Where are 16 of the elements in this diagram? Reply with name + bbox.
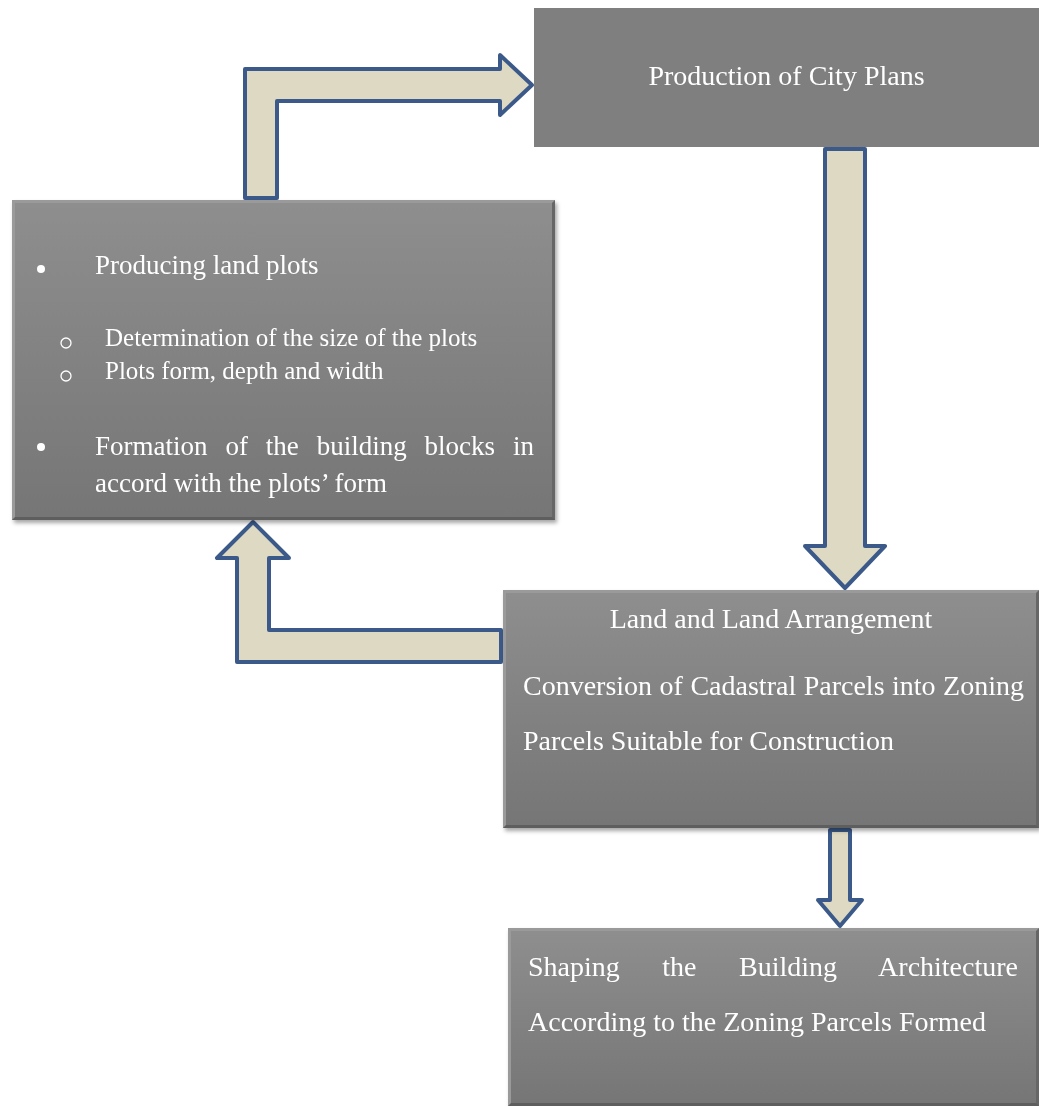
- box-title: Production of City Plans: [647, 60, 926, 92]
- sub-bullet-text: Determination of the size of the plots: [105, 324, 478, 352]
- block-arrow: [803, 147, 887, 590]
- process-box: [503, 590, 1039, 828]
- process-box: [534, 8, 1039, 147]
- process-box: [508, 928, 1039, 1106]
- box-text: Conversion of Cadastral Parcels into Zoning Parcels Suitable for Construction: [523, 669, 1024, 758]
- sub-bullet-text: Plots form, depth and width: [105, 357, 384, 385]
- block-arrow: [816, 828, 864, 928]
- box-text: Shaping the Building Architecture According to the Zoning Parcels Formed: [528, 950, 1018, 1039]
- box-title: Land and Land Arrangement: [608, 603, 934, 635]
- process-box: [12, 200, 555, 520]
- bullet-text: Formation of the building blocks in accord with the plots’ form: [95, 430, 534, 500]
- block-arrow: [215, 520, 503, 664]
- block-arrow: [243, 53, 534, 200]
- bullet-text: Producing land plots: [95, 250, 319, 281]
